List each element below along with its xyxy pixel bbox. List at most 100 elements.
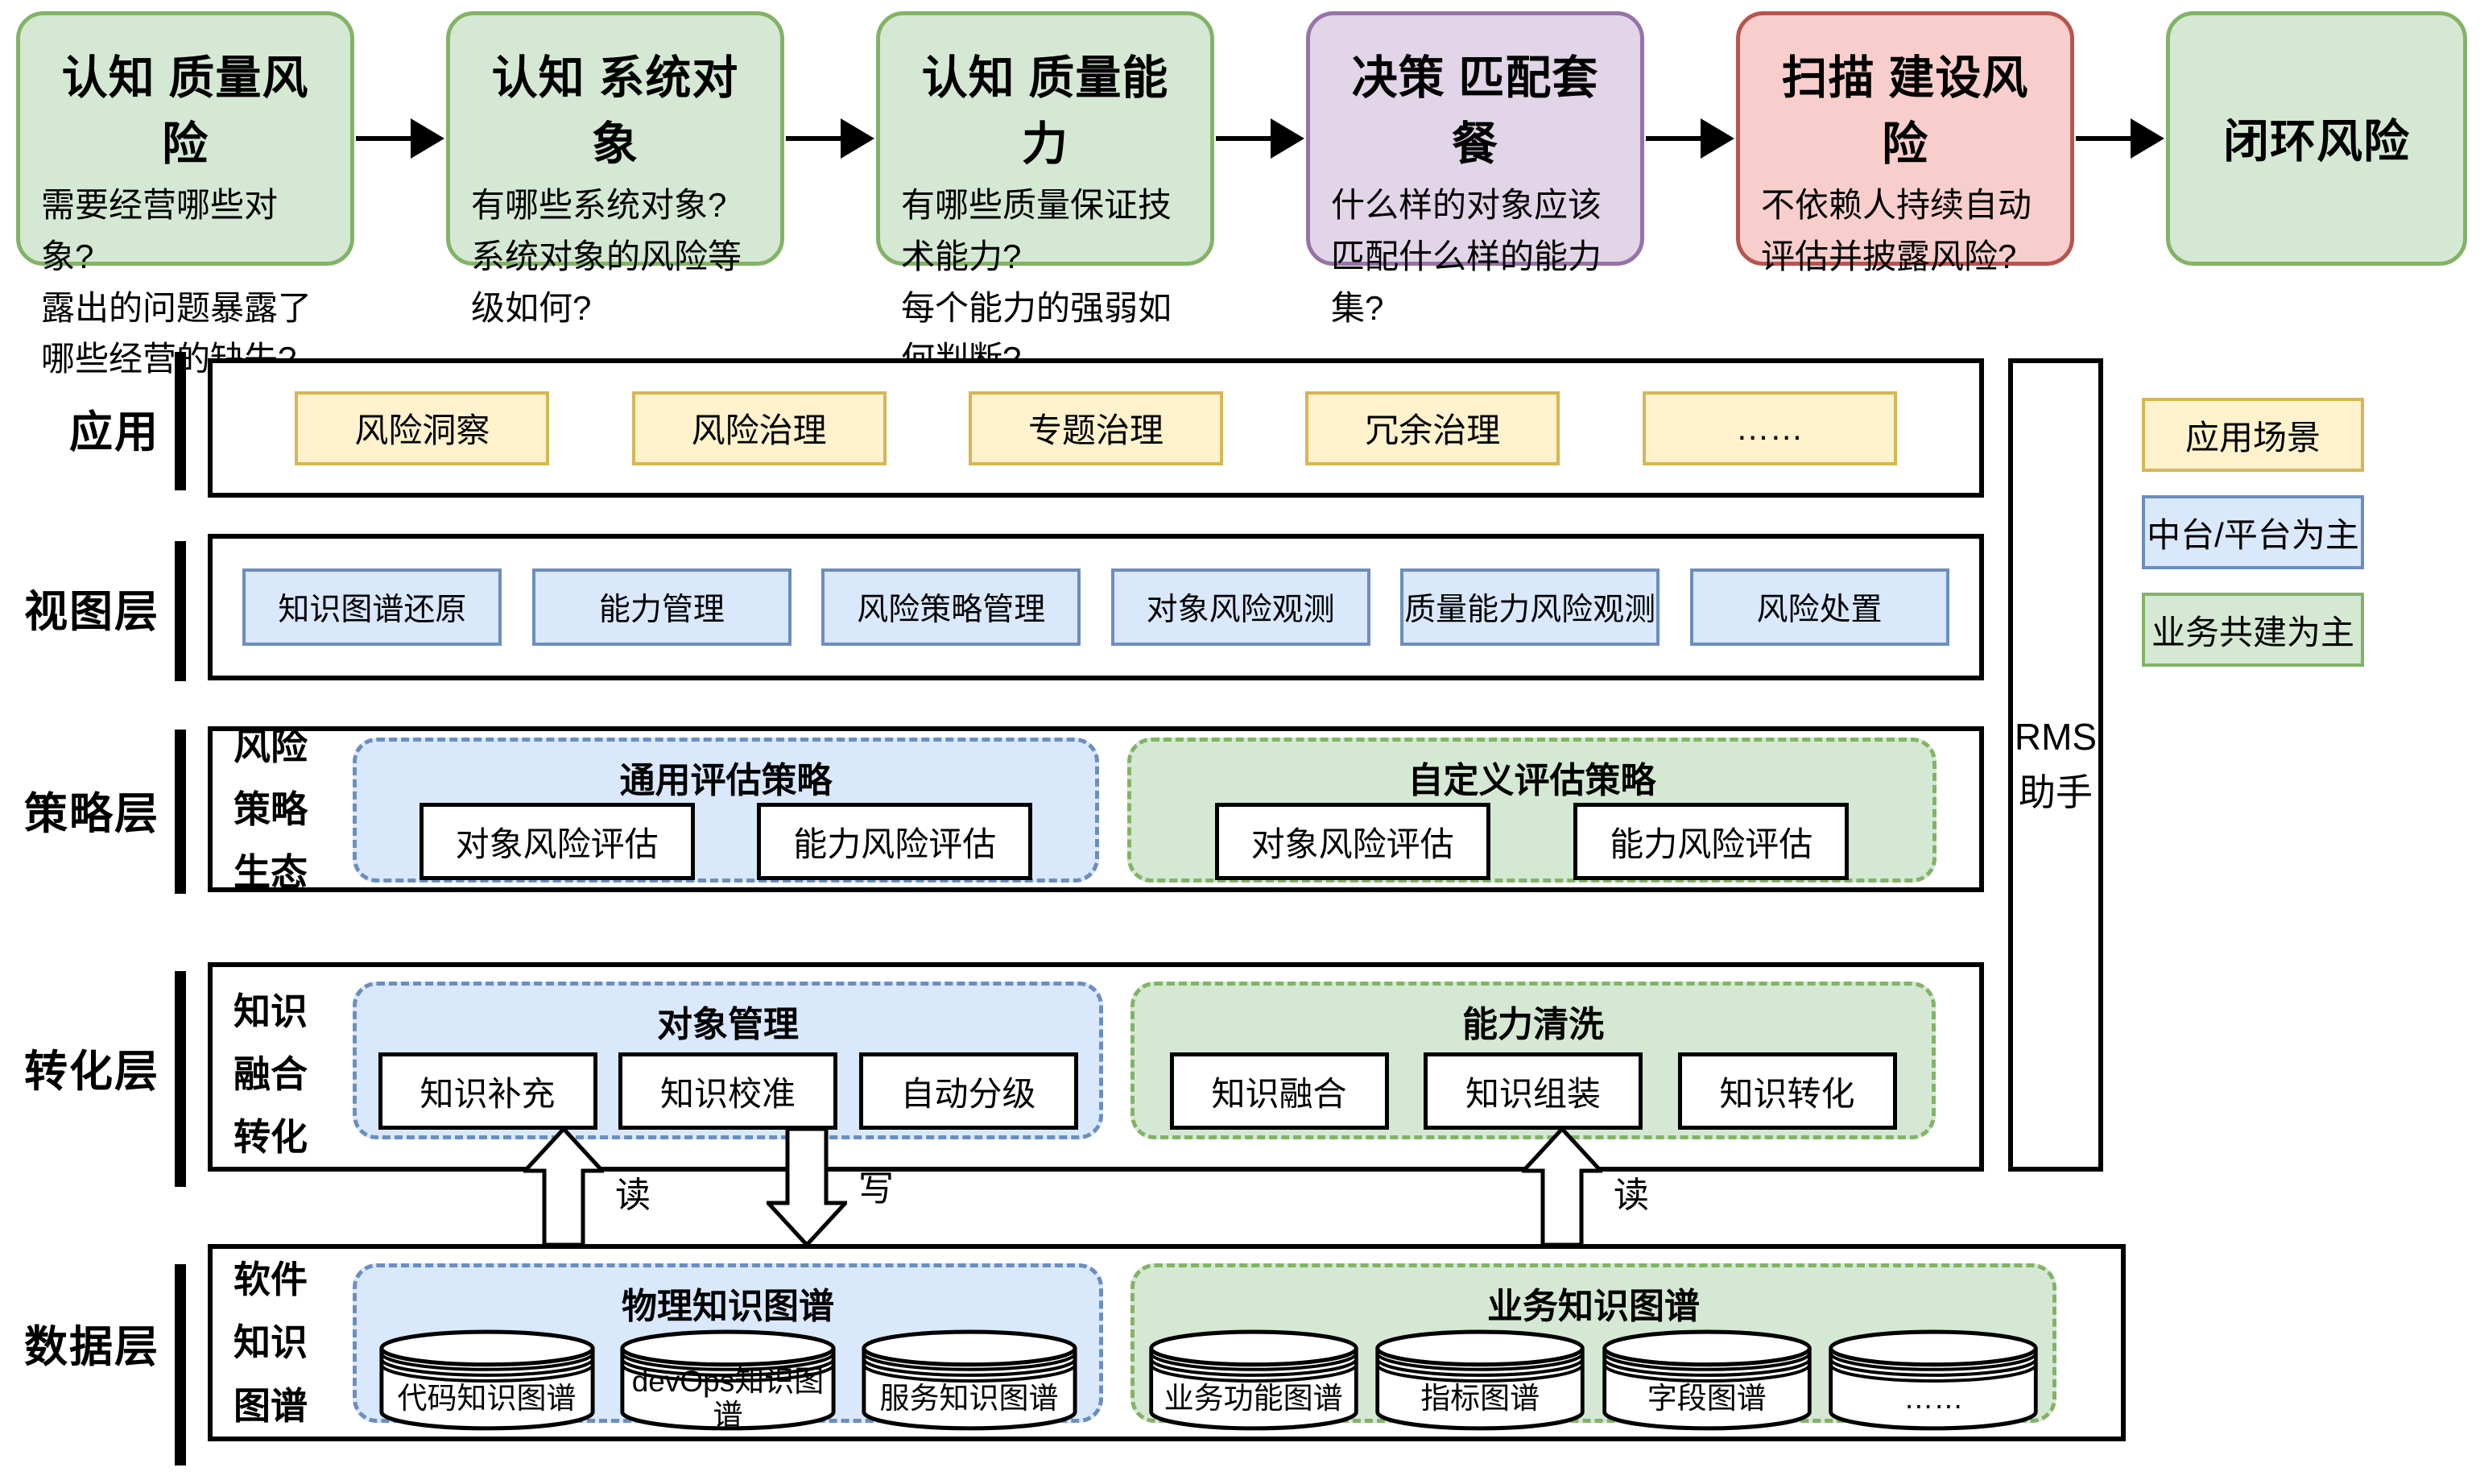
- app-layer-row: 风险洞察 风险治理 专题治理 冗余治理 ……: [208, 358, 1984, 498]
- arrow-up-icon: [1522, 1127, 1602, 1246]
- arrow-right-icon: [1646, 11, 1734, 266]
- flow-step-cognize-quality-capability: 认知 质量能力 有哪些质量保证技术能力? 每个能力的强弱如何判断?: [876, 11, 1214, 378]
- flow-step-scan-construction-risk: 扫描 建设风险 不依赖人持续自动评估并披露风险?: [1736, 11, 2074, 275]
- database-icon: [1375, 1329, 1585, 1430]
- view-chip: 知识图谱还原: [242, 568, 502, 646]
- layer-label-strategy: 策略层: [24, 789, 159, 838]
- arrow-down-icon: [767, 1127, 847, 1246]
- database-icon: [1829, 1329, 2039, 1430]
- flow-step-cognize-system-objects: 认知 系统对象 有哪些系统对象? 系统对象的风险等级如何?: [446, 11, 784, 327]
- database-cylinder: 字段图谱: [1599, 1329, 1815, 1435]
- layer-label-data: 数据层: [24, 1323, 159, 1371]
- flow-step-body: 什么样的对象应该匹配什么样的能力集?: [1331, 186, 1602, 327]
- data-sublabel: 软件知识图谱: [234, 1259, 308, 1427]
- app-chip: 专题治理: [968, 391, 1223, 465]
- database-icon: [1148, 1329, 1358, 1430]
- app-chip: 风险洞察: [295, 391, 550, 465]
- transform-box: 知识组装: [1424, 1052, 1643, 1130]
- group-capability-cleaning: 能力清洗 知识融合知识组装知识转化: [1130, 982, 1936, 1139]
- cylinder-label: 指标图谱: [1420, 1381, 1540, 1415]
- view-items: 知识图谱还原能力管理风险策略管理对象风险观测质量能力风险观测风险处置: [213, 539, 1979, 676]
- group-title: 能力清洗: [1462, 1005, 1604, 1044]
- group-physical-knowledge-graph: 物理知识图谱 代码知识图谱: [353, 1263, 1103, 1432]
- flow-step-title: 认知 质量能力: [921, 52, 1169, 170]
- read-label: 读: [615, 1176, 651, 1215]
- view-chip: 能力管理: [531, 568, 792, 646]
- transform-box: 自动分级: [858, 1052, 1078, 1130]
- group-generic-evaluation-strategy: 通用评估策略 对象风险评估能力风险评估: [353, 738, 1099, 883]
- group-title: 自定义评估策略: [1407, 761, 1656, 800]
- layer-bar: [175, 1264, 186, 1465]
- app-chip: 风险治理: [631, 391, 887, 465]
- layer-label-transform: 转化层: [24, 1047, 159, 1096]
- layer-label-view: 视图层: [24, 587, 159, 636]
- strategy-box: 对象风险评估: [419, 803, 695, 880]
- rms-assistant-line2: 助手: [2019, 771, 2093, 813]
- flow-step-body: 有哪些质量保证技术能力? 每个能力的强弱如何判断?: [901, 186, 1172, 378]
- cylinder-label: 代码知识图谱: [397, 1381, 577, 1415]
- view-chip: 对象风险观测: [1110, 568, 1370, 646]
- flow-step-cognize-quality-risk: 认知 质量风险 需要经营哪些对象? 露出的问题暴露了哪些经营的缺失?: [16, 11, 354, 378]
- view-chip: 风险策略管理: [821, 568, 1081, 646]
- flow-step-title: 认知 系统对象: [491, 52, 739, 170]
- view-chip: 质量能力风险观测: [1400, 568, 1660, 646]
- group-title: 对象管理: [657, 1005, 799, 1044]
- cylinder-label: devOps知识图谱: [631, 1365, 825, 1432]
- strategy-sublabel: 风险策略生态: [234, 725, 308, 894]
- database-icon: [378, 1329, 595, 1430]
- app-items: 风险洞察 风险治理 专题治理 冗余治理 ……: [213, 363, 1979, 493]
- database-cylinder: 业务功能图谱: [1146, 1329, 1362, 1435]
- read-arrow-left: 读: [523, 1127, 651, 1246]
- arrow-right-icon: [2076, 11, 2164, 266]
- legend-platform-led: 中台/平台为主: [2142, 495, 2364, 569]
- app-chip: ……: [1642, 391, 1897, 465]
- layer-bar: [175, 541, 186, 681]
- group-title: 业务知识图谱: [1487, 1286, 1700, 1326]
- group-title: 通用评估策略: [619, 761, 833, 800]
- transform-box: 知识转化: [1677, 1052, 1897, 1130]
- cylinder-label: 业务功能图谱: [1164, 1381, 1343, 1415]
- cylinder-label: 字段图谱: [1647, 1381, 1767, 1415]
- database-cylinder: 服务知识图谱: [858, 1329, 1081, 1435]
- flow-step-body: 有哪些系统对象? 系统对象的风险等级如何?: [471, 186, 742, 327]
- group-object-management: 对象管理 知识补充知识校准自动分级: [353, 982, 1103, 1139]
- group-custom-evaluation-strategy: 自定义评估策略 对象风险评估 能力风险评估: [1127, 738, 1936, 883]
- transform-box: 知识校准: [618, 1052, 837, 1130]
- app-chip: 冗余治理: [1305, 391, 1560, 465]
- database-icon: [1602, 1329, 1812, 1430]
- layer-bar: [175, 352, 186, 490]
- flow-step-body: 不依赖人持续自动评估并披露风险?: [1761, 186, 2032, 275]
- layer-label-app: 应用: [69, 408, 159, 457]
- database-cylinder: 代码知识图谱: [376, 1329, 598, 1435]
- strategy-box: 能力风险评估: [757, 803, 1033, 880]
- legend-business-cobuilt: 业务共建为主: [2142, 593, 2364, 667]
- database-icon: [861, 1329, 1077, 1430]
- arrow-right-icon: [356, 11, 444, 266]
- arrow-right-icon: [786, 11, 874, 266]
- transform-layer-row: 知识融合转化 对象管理 知识补充知识校准自动分级 能力清洗 知识融合知识组装知识…: [208, 962, 1984, 1172]
- group-business-knowledge-graph: 业务知识图谱 业务功能图谱: [1130, 1263, 2056, 1430]
- strategy-box: 对象风险评估: [1214, 803, 1490, 880]
- flow-step-close-loop-risk: 闭环风险: [2166, 11, 2467, 266]
- database-icon: [620, 1329, 836, 1430]
- flow-step-title: 闭环风险: [2223, 116, 2410, 167]
- strategy-box: 能力风险评估: [1573, 803, 1850, 880]
- group-title: 物理知识图谱: [622, 1286, 834, 1326]
- rms-assistant-panel: RMS 助手: [2008, 358, 2103, 1172]
- legend: 应用场景 中台/平台为主 业务共建为主: [2142, 398, 2364, 667]
- cylinder-label: 服务知识图谱: [879, 1381, 1059, 1415]
- flow-step-title: 扫描 建设风险: [1781, 52, 2029, 170]
- rms-assistant-line1: RMS: [2014, 716, 2098, 758]
- flow-step-decide-match-package: 决策 匹配套餐 什么样的对象应该匹配什么样的能力集?: [1306, 11, 1644, 327]
- strategy-layer-row: 风险策略生态 通用评估策略 对象风险评估能力风险评估 自定义评估策略 对象风险评…: [208, 725, 1984, 894]
- legend-application-scenario: 应用场景: [2142, 398, 2364, 472]
- transform-sublabel: 知识融合转化: [234, 990, 308, 1159]
- database-cylinder: ……: [1825, 1329, 2041, 1435]
- read-arrow-right: 读: [1522, 1127, 1649, 1246]
- flow-step-title: 认知 质量风险: [61, 52, 309, 170]
- database-cylinder: 指标图谱: [1372, 1329, 1588, 1435]
- database-cylinder: devOps知识图谱: [617, 1329, 839, 1435]
- data-layer-row: 软件知识图谱 物理知识图谱: [208, 1244, 2126, 1441]
- cylinder-label: ……: [1903, 1381, 1964, 1415]
